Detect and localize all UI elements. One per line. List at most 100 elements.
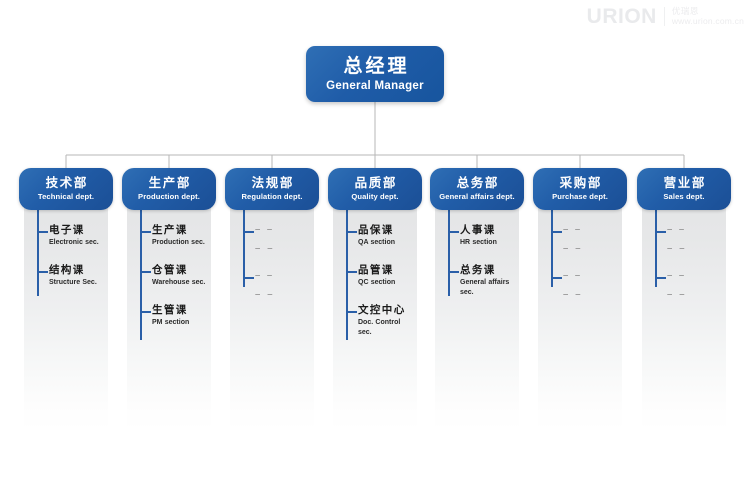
section-item[interactable]: 总务课 General affairs sec. bbox=[430, 264, 524, 297]
root-title-en: General Manager bbox=[326, 79, 424, 92]
section-connector-tick bbox=[243, 231, 254, 233]
section-title-cn: 生产课 bbox=[152, 224, 188, 236]
department-title-en: Quality dept. bbox=[351, 192, 399, 202]
section-title-en: Electronic sec. bbox=[49, 239, 99, 247]
section-item[interactable]: 品保课 QA section bbox=[328, 224, 422, 250]
section-connector-tick bbox=[448, 271, 459, 273]
section-title-en: – – bbox=[563, 242, 583, 254]
section-item[interactable]: 电子课 Electronic sec. bbox=[19, 224, 113, 250]
section-title-en: QC section bbox=[358, 279, 396, 287]
section-list: – –– –– –– – bbox=[225, 210, 319, 301]
section-title-cn: 电子课 bbox=[49, 224, 85, 236]
section-title-cn: 品管课 bbox=[358, 264, 394, 276]
section-item[interactable]: 生产课 Production sec. bbox=[122, 224, 216, 250]
section-title-cn: – – bbox=[667, 224, 687, 235]
section-connector-tick bbox=[346, 271, 357, 273]
section-title-cn: – – bbox=[255, 224, 275, 235]
section-item[interactable]: 生管课 PM section bbox=[122, 304, 216, 330]
section-connector-tick bbox=[655, 231, 666, 233]
department-title-en: General affairs dept. bbox=[439, 192, 515, 202]
department-title-cn: 营业部 bbox=[663, 175, 706, 190]
section-connector-tick bbox=[140, 311, 151, 313]
section-connector-tick bbox=[37, 231, 48, 233]
section-item-placeholder[interactable]: – – – – bbox=[637, 224, 731, 256]
section-title-en: – – bbox=[667, 288, 687, 300]
watermark-url: www.urion.com.cn bbox=[671, 15, 744, 26]
section-title-en: – – bbox=[667, 242, 687, 254]
department-title-cn: 品质部 bbox=[354, 175, 397, 190]
section-connector-tick bbox=[140, 231, 151, 233]
root-title-cn: 总经理 bbox=[343, 56, 410, 78]
department-title-en: Regulation dept. bbox=[241, 192, 303, 202]
section-title-en: Doc. Control sec. bbox=[358, 319, 401, 336]
section-list: 电子课 Electronic sec. 结构课 Structure Sec. bbox=[19, 210, 113, 290]
node-department-1[interactable]: 技术部 Technical dept. bbox=[19, 168, 113, 210]
section-item[interactable]: 品管课 QC section bbox=[328, 264, 422, 290]
section-title-cn: 文控中心 bbox=[358, 304, 406, 316]
node-department-5[interactable]: 总务部 General affairs dept. bbox=[430, 168, 524, 210]
section-title-en: HR section bbox=[460, 239, 497, 247]
section-title-cn: – – bbox=[563, 224, 583, 235]
section-connector-tick bbox=[346, 311, 357, 313]
department-title-en: Technical dept. bbox=[37, 192, 95, 202]
node-department-6[interactable]: 采购部 Purchase dept. bbox=[533, 168, 627, 210]
section-list: – – – – – – – – bbox=[533, 210, 627, 301]
section-title-en: PM section bbox=[152, 319, 190, 327]
department-spine bbox=[243, 210, 245, 287]
section-title-en: QA section bbox=[358, 239, 395, 247]
section-item-placeholder[interactable]: – – – – bbox=[533, 270, 627, 302]
section-title-cn: 生管课 bbox=[152, 304, 188, 316]
department-title-cn: 法规部 bbox=[251, 175, 294, 190]
department-title-en: Sales dept. bbox=[663, 192, 705, 202]
department-title-en: Production dept. bbox=[138, 192, 200, 202]
department-title-en: Purchase dept. bbox=[552, 192, 608, 202]
node-department-2[interactable]: 生产部 Production dept. bbox=[122, 168, 216, 210]
node-department-7[interactable]: 营业部 Sales dept. bbox=[637, 168, 731, 210]
department-spine bbox=[346, 210, 348, 340]
section-list: 品保课 QA section 品管课 QC section 文控中心 Doc. Contr… bbox=[328, 210, 422, 337]
section-title-en: – – bbox=[563, 288, 583, 300]
section-item-placeholder[interactable]: – –– – bbox=[225, 224, 319, 256]
section-title-cn: 总务课 bbox=[460, 264, 496, 276]
section-connector-tick bbox=[448, 231, 459, 233]
section-title-en: General affairs sec. bbox=[460, 279, 510, 296]
department-title-cn: 总务部 bbox=[456, 175, 499, 190]
node-department-4[interactable]: 品质部 Quality dept. bbox=[328, 168, 422, 210]
section-item[interactable]: 人事课 HR section bbox=[430, 224, 524, 250]
department-spine bbox=[655, 210, 657, 287]
section-title-en: Structure Sec. bbox=[49, 279, 97, 287]
section-title-en: Warehouse sec. bbox=[152, 279, 206, 287]
department-title-cn: 采购部 bbox=[559, 175, 602, 190]
section-title-cn: – – bbox=[667, 269, 687, 281]
department-spine bbox=[37, 210, 39, 296]
department-title-cn: 技术部 bbox=[45, 175, 88, 190]
section-connector-tick bbox=[551, 231, 562, 233]
department-spine bbox=[551, 210, 553, 287]
node-general-manager[interactable]: 总经理 General Manager bbox=[306, 46, 444, 102]
section-connector-tick bbox=[37, 271, 48, 273]
node-department-3[interactable]: 法规部 Regulation dept. bbox=[225, 168, 319, 210]
section-connector-tick bbox=[243, 276, 254, 279]
watermark-divider bbox=[663, 7, 665, 26]
section-item[interactable]: 结构课 Structure Sec. bbox=[19, 264, 113, 290]
section-item-placeholder[interactable]: – –– – bbox=[225, 270, 319, 302]
section-connector-tick bbox=[140, 271, 151, 273]
section-title-cn: 品保课 bbox=[358, 224, 394, 236]
section-connector-tick bbox=[551, 276, 562, 279]
section-title-en: Production sec. bbox=[152, 239, 205, 247]
section-title-cn: 人事课 bbox=[460, 224, 496, 236]
department-title-cn: 生产部 bbox=[148, 175, 191, 190]
section-connector-tick bbox=[346, 231, 357, 233]
department-spine bbox=[140, 210, 142, 340]
section-title-en: – – bbox=[255, 288, 275, 300]
section-item[interactable]: 文控中心 Doc. Control sec. bbox=[328, 304, 422, 337]
section-title-cn: – – bbox=[563, 269, 583, 281]
section-item-placeholder[interactable]: – – – – bbox=[637, 270, 731, 302]
section-item-placeholder[interactable]: – – – – bbox=[533, 224, 627, 256]
section-title-cn: 结构课 bbox=[49, 264, 85, 276]
section-list: 人事课 HR section 总务课 General affairs sec. bbox=[430, 210, 524, 297]
watermark-brand: URION bbox=[586, 5, 657, 28]
